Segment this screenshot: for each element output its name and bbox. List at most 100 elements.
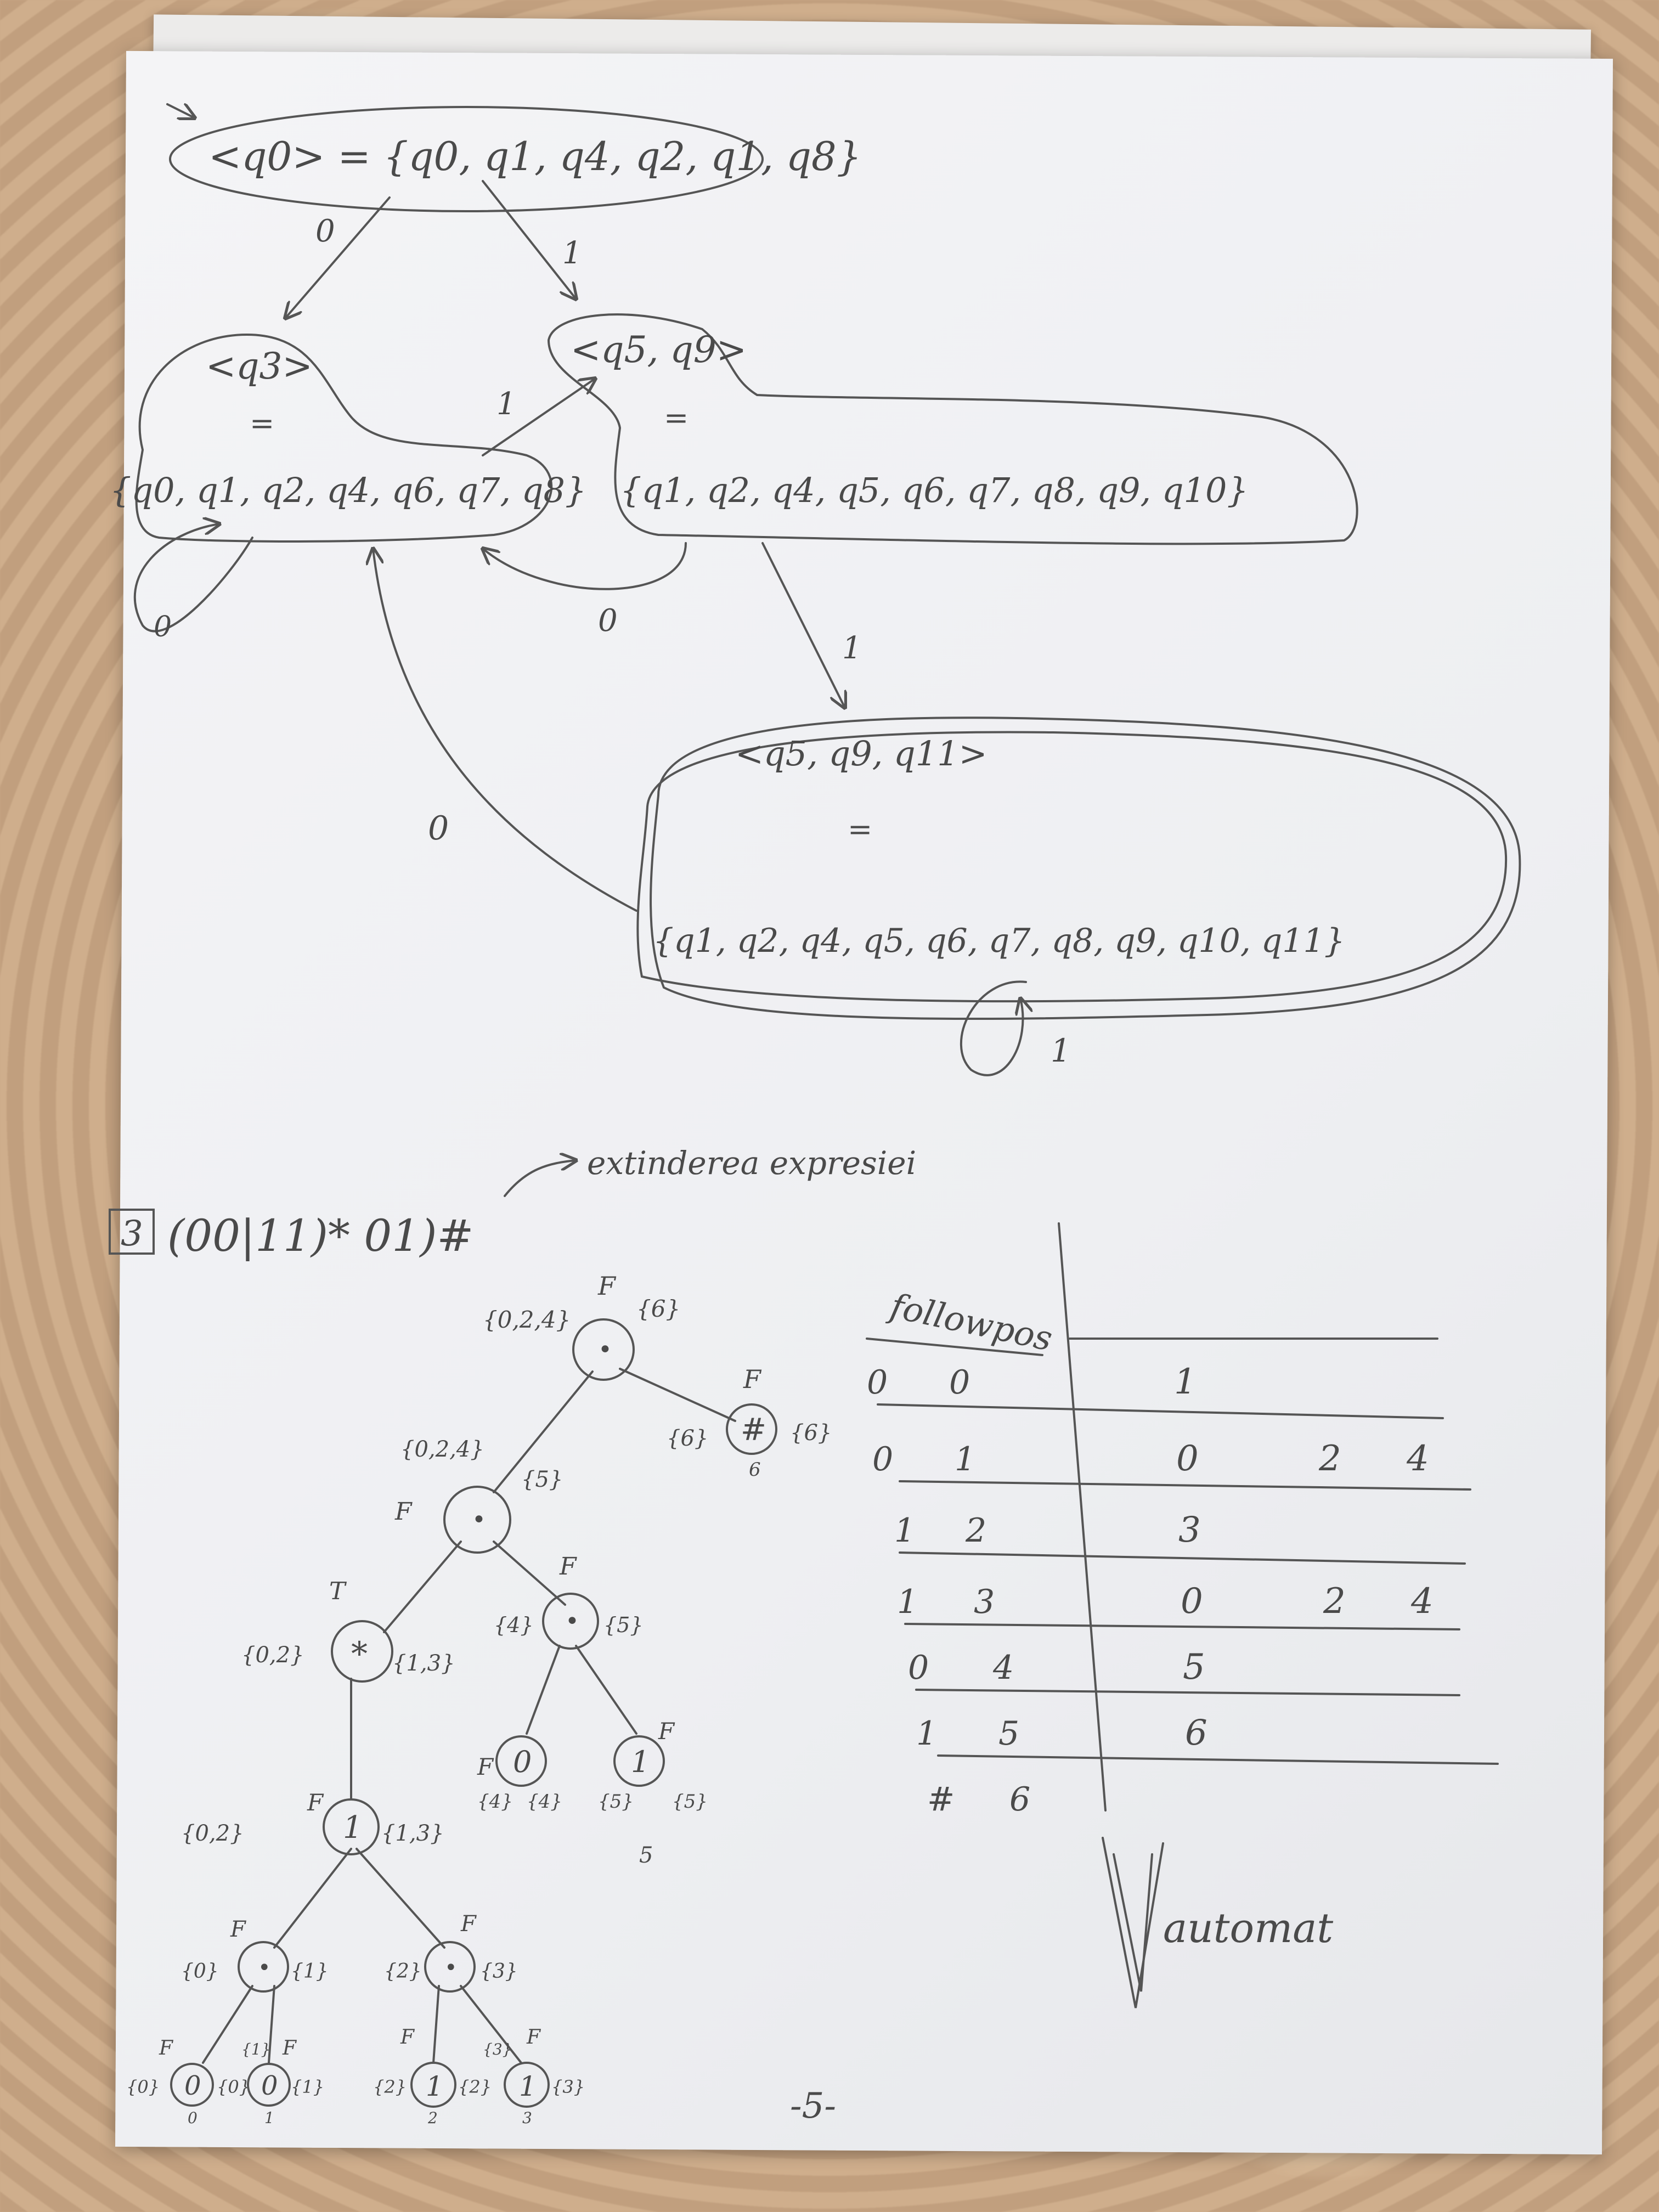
followpos-symbol: 1 [916, 1714, 937, 1753]
transition-q3-q5q9-label: 1 [496, 386, 516, 422]
double-down-arrow-inner [1113, 1853, 1153, 1992]
tree-l0b-lastpos: {1} [291, 2076, 324, 2097]
transition-q0-q5q9-label: 1 [562, 235, 582, 271]
automat-annotation: automat [1102, 1837, 1333, 2008]
tree-leaf1-nullable: F [658, 1718, 675, 1745]
followpos-value: 2 [1323, 1581, 1346, 1622]
tree-leaf0-lastpos: {4} [527, 1791, 562, 1813]
tree-root-firstpos: {0,2,4} [483, 1306, 571, 1333]
automat-label: automat [1163, 1905, 1333, 1952]
tree-root-nullable: F [597, 1271, 617, 1301]
tree-node-leaf0 [495, 1735, 547, 1787]
followpos-value: 2 [1318, 1438, 1341, 1479]
tree-l1b-nullable: F [526, 2026, 541, 2049]
problem-number: 3 [121, 1214, 143, 1254]
followpos-position: 3 [974, 1583, 995, 1621]
table-rule-6 [937, 1754, 1499, 1765]
followpos-value: 6 [1185, 1713, 1207, 1753]
page-number: -5- [790, 2086, 836, 2126]
state-q5q9q11-set: {q1, q2, q4, q5, q6, q7, q8, q9, q10, q1… [653, 922, 1345, 960]
followpos-symbol: 1 [897, 1583, 918, 1621]
tree-leaf1-symbol: 1 [631, 1745, 650, 1779]
state-q5q9-eq: = [664, 400, 689, 435]
tree-cat2-nullable: F [394, 1498, 413, 1526]
followpos-symbol: 1 [894, 1511, 915, 1550]
tree-hash-pos: 6 [749, 1459, 761, 1481]
tree-cat00-firstpos: {0} [181, 1960, 219, 1983]
tree-node-alt [323, 1798, 380, 1855]
table-rule-2 [899, 1480, 1471, 1491]
tree-cat01-nullable: F [559, 1553, 577, 1581]
transition-q0-q3 [285, 196, 391, 318]
followpos-symbol: # [927, 1780, 955, 1819]
start-arrow [166, 104, 195, 118]
tree-leaf0-firstpos: {4} [477, 1791, 513, 1813]
edge-cat00-l0b [268, 1985, 275, 2064]
tree-l1a-pos: 2 [427, 2109, 438, 2127]
followpos-value: 4 [1406, 1438, 1429, 1479]
tree-l0b-firstpos: {1} [241, 2040, 270, 2058]
tree-hash-symbol: # [741, 1412, 766, 1448]
syntax-tree: • F {0,2,4} {6} # F {6} {6} 6 • F {0,2,4… [126, 1271, 832, 2127]
tree-l1a-firstpos: {2} [373, 2076, 407, 2097]
tree-l0a-firstpos: {0} [126, 2076, 160, 2097]
followpos-value: 0 [1176, 1438, 1199, 1479]
dfa-diagram: <q0> = {q0, q1, q4, q2, q1, q8} <q3> = {… [110, 104, 1521, 1076]
transition-q5q9q11-q3 [373, 549, 637, 912]
followpos-value: 1 [1174, 1362, 1197, 1402]
edge-cat11-l1b [460, 1985, 522, 2064]
transition-q5q9q11-self [960, 980, 1026, 1076]
tree-hash-nullable: F [743, 1364, 762, 1394]
edge-cat11-l1a [432, 1985, 440, 2064]
tree-l1a-nullable: F [400, 2026, 415, 2049]
followpos-symbol: 0 [872, 1440, 893, 1479]
tree-root-lastpos: {6} [636, 1295, 680, 1322]
state-q5q9-label: <q5, q9> [571, 329, 747, 371]
tree-l1b-lastpos: {3} [551, 2076, 585, 2097]
followpos-value: 0 [1181, 1581, 1203, 1622]
edge-cat01-leaf0 [526, 1645, 561, 1735]
start-state-label: <q0> = {q0, q1, q4, q2, q1, q8} [208, 133, 862, 179]
table-rule-4 [904, 1623, 1460, 1630]
problem-expression: (00|11)* 01)# [167, 1210, 473, 1261]
tree-node-cat01 [542, 1593, 599, 1650]
edge-cat00-l0a [202, 1985, 253, 2064]
table-rule-5 [915, 1689, 1460, 1696]
tree-cat11-nullable: F [460, 1911, 477, 1937]
edge-cat01-leaf1 [575, 1645, 637, 1735]
state-q3-eq: = [250, 406, 274, 441]
tree-node-l0a [170, 2063, 214, 2107]
tree-hash-firstpos: {6} [667, 1426, 708, 1451]
transition-q5q9q11-self-label: 1 [1051, 1032, 1071, 1069]
tree-star-symbol: * [351, 1635, 368, 1673]
tree-cat2-lastpos: {5} [521, 1467, 563, 1492]
edge-cat2-cat01 [493, 1541, 566, 1606]
tree-star-firstpos: {0,2} [241, 1643, 304, 1668]
tree-l0b-nullable: F [282, 2037, 297, 2059]
tree-alt-lastpos: {1,3} [381, 1821, 444, 1846]
tree-hash-lastpos: {6} [790, 1420, 832, 1446]
problem-number-box [109, 1209, 155, 1255]
followpos-symbol: 0 [867, 1363, 888, 1402]
edge-alt-cat11 [356, 1848, 445, 1949]
tree-l1b-firstpos: {3} [483, 2040, 512, 2058]
followpos-position: 2 [965, 1511, 986, 1550]
transition-q5q9-q3-label: 0 [598, 603, 618, 639]
state-q5q9q11-eq: = [848, 812, 872, 847]
tree-cat2-symbol: • [472, 1506, 486, 1534]
state-q3-set: {q0, q1, q2, q4, q6, q7, q8} [110, 470, 586, 510]
transition-q3-q5q9 [482, 379, 595, 456]
tree-node-cat2 [443, 1486, 511, 1554]
tree-node-leaf1 [613, 1735, 665, 1787]
followpos-position: 5 [998, 1714, 1019, 1753]
transition-q3-self [133, 524, 253, 633]
tree-node-l0b [247, 2063, 291, 2107]
start-state-outline [169, 106, 764, 212]
tree-l0b-pos: 1 [264, 2109, 274, 2127]
transition-q5q9-q5q9q11 [761, 542, 845, 708]
followpos-position: 4 [992, 1649, 1014, 1687]
tree-alt-firstpos: {0,2} [181, 1821, 244, 1846]
tree-cat00-nullable: F [230, 1917, 246, 1942]
